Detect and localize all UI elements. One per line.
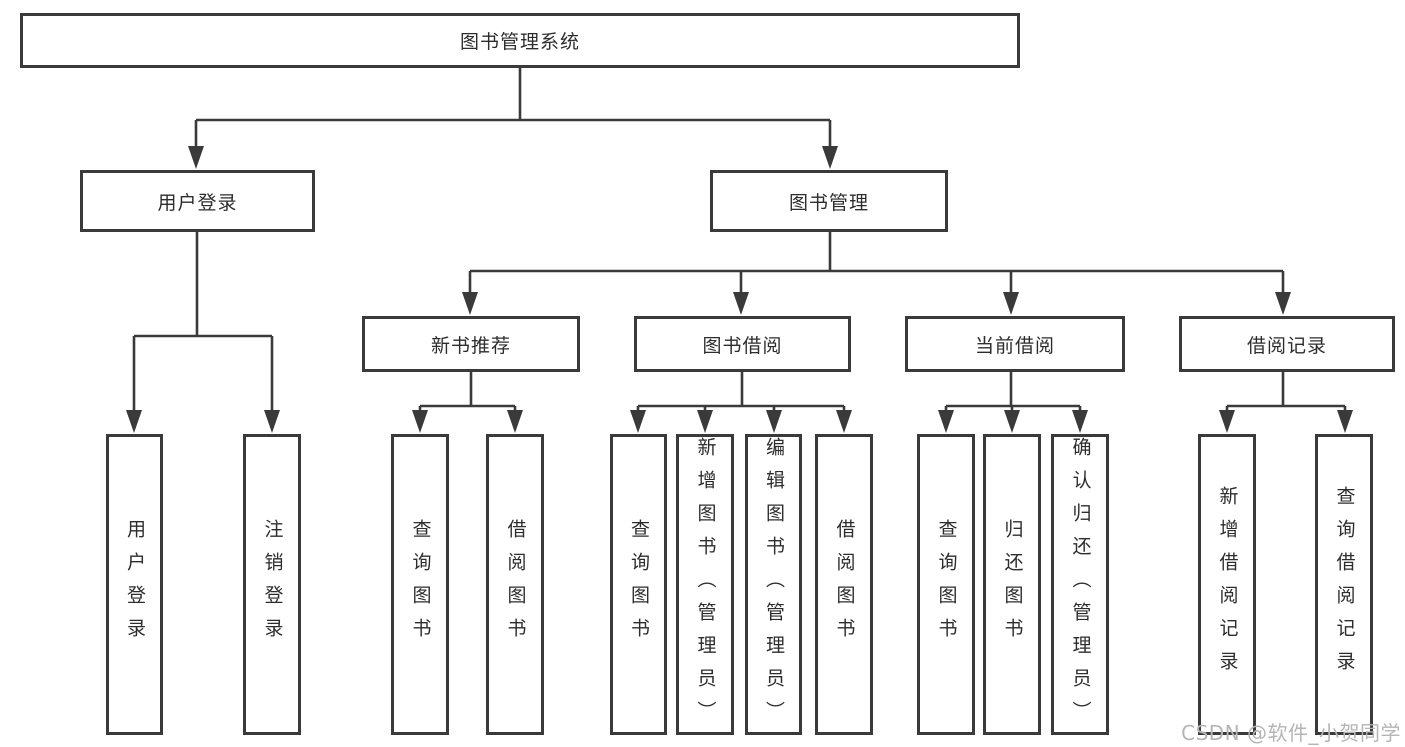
leaf-label: 归还图书	[1001, 518, 1024, 651]
leaf-label: 查询图书	[409, 518, 432, 651]
arrowhead	[630, 410, 646, 433]
arrowhead	[264, 410, 280, 433]
node-leaf-return-books: 归还图书	[983, 434, 1041, 735]
arrowhead	[126, 410, 142, 433]
node-leaf-query-books-borrow: 查询图书	[610, 434, 667, 735]
node-new-book-recommend: 新书推荐	[362, 316, 580, 372]
leaf-label: 查询图书	[935, 518, 958, 651]
node-leaf-borrow-books-recommend: 借阅图书	[486, 434, 544, 735]
arrowhead	[697, 410, 713, 433]
node-current-borrow: 当前借阅	[905, 316, 1125, 372]
arrowhead	[938, 410, 954, 433]
arrowhead	[766, 410, 782, 433]
leaf-label: 用户登录	[124, 518, 146, 651]
node-leaf-edit-books-admin: 编辑图书（管理员）	[745, 434, 802, 735]
node-borrow-records: 借阅记录	[1179, 316, 1395, 372]
arrowhead	[188, 146, 204, 169]
node-leaf-query-books-recommend: 查询图书	[391, 434, 449, 735]
node-book-management: 图书管理	[710, 170, 948, 232]
node-leaf-confirm-return-admin: 确认归还（管理员）	[1051, 434, 1109, 735]
node-leaf-user-login: 用户登录	[106, 434, 163, 735]
leaf-label: 查询图书	[628, 518, 650, 651]
node-leaf-logout: 注销登录	[243, 434, 301, 735]
leaf-label: 查询借阅记录	[1333, 485, 1356, 684]
arrowhead	[462, 292, 478, 315]
arrowhead	[507, 410, 523, 433]
arrowhead	[822, 146, 838, 169]
node-leaf-query-borrow-record: 查询借阅记录	[1315, 434, 1373, 735]
leaf-label: 注销登录	[261, 518, 284, 651]
node-leaf-query-books-current: 查询图书	[917, 434, 975, 735]
arrowhead	[733, 292, 749, 315]
arrowhead	[1219, 410, 1235, 433]
node-user-login: 用户登录	[80, 170, 315, 232]
node-book-borrow: 图书借阅	[634, 316, 851, 372]
node-leaf-add-borrow-record: 新增借阅记录	[1198, 434, 1256, 735]
node-leaf-add-books-admin: 新增图书（管理员）	[676, 434, 734, 735]
leaf-label: 新增借阅记录	[1216, 485, 1239, 684]
node-library-management-system: 图书管理系统	[20, 13, 1020, 68]
leaf-label: 借阅图书	[833, 518, 856, 651]
arrowhead	[1275, 292, 1291, 315]
leaf-label: 借阅图书	[504, 518, 527, 651]
csdn-watermark: CSDN @软件_小贺同学	[1181, 721, 1401, 745]
arrowhead	[836, 410, 852, 433]
node-leaf-borrow-books: 借阅图书	[815, 434, 873, 735]
arrowhead	[412, 410, 428, 433]
leaf-label: 新增图书（管理员）	[694, 437, 717, 734]
arrowhead	[1337, 410, 1353, 433]
leaf-label: 编辑图书（管理员）	[763, 437, 785, 734]
arrowhead	[1072, 410, 1088, 433]
leaf-label: 确认归还（管理员）	[1069, 437, 1092, 734]
arrowhead	[1003, 292, 1019, 315]
arrowhead	[1004, 410, 1020, 433]
